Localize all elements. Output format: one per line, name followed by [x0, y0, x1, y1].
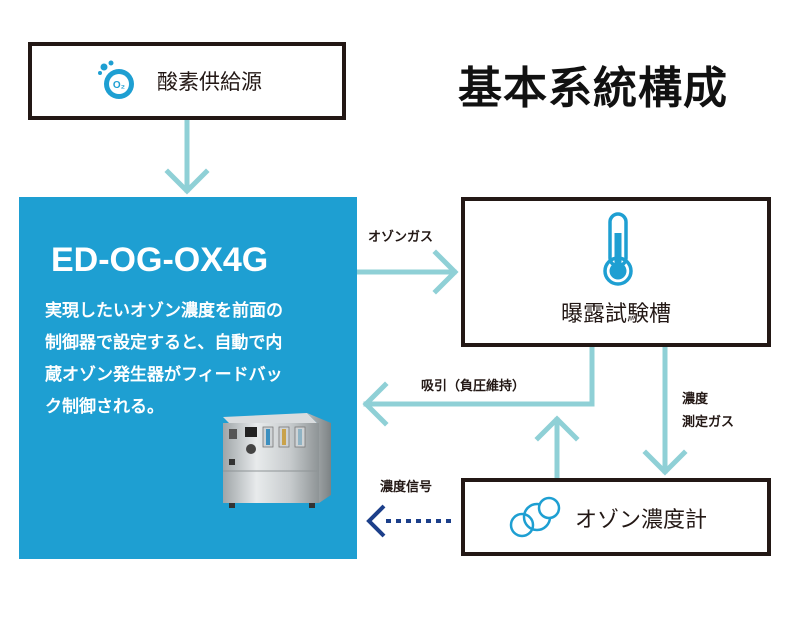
- arrow-ozone-gas: [354, 249, 459, 295]
- oxygen-icon: O₂: [98, 60, 134, 99]
- diagram-title: 基本系統構成: [458, 63, 728, 114]
- measure-gas-label-line1: 濃度: [682, 392, 709, 407]
- arrow-oxygen-to-generator: [164, 119, 210, 195]
- exposure-chamber-label: 曝露試験槽: [560, 302, 671, 327]
- oxygen-source-label: 酸素供給源: [157, 70, 262, 94]
- thermometer-icon: [603, 212, 633, 286]
- bubbles-icon: [509, 496, 561, 538]
- ozone-meter-box: オゾン濃度計: [461, 478, 771, 556]
- oxygen-icon-text: O₂: [113, 80, 125, 91]
- measure-gas-label-line2: 測定ガス: [682, 415, 735, 430]
- generator-description-line: 実現したいオゾン濃度を前面の: [45, 301, 283, 321]
- generator-description-line: 蔵オゾン発生器がフィードバッ: [45, 365, 283, 385]
- exposure-chamber-box: 曝露試験槽: [461, 197, 771, 347]
- arrow-suction: [362, 346, 595, 427]
- oxygen-source-box: O₂ 酸素供給源: [28, 42, 346, 120]
- arrow-meter-up: [534, 415, 580, 479]
- generator-panel: ED-OG-OX4G 実現したいオゾン濃度を前面の 制御器で設定すると、自動で内…: [19, 197, 357, 559]
- ozone-meter-label: オゾン濃度計: [575, 508, 708, 533]
- generator-description-line: 制御器で設定すると、自動で内: [45, 333, 283, 353]
- arrow-concentration-signal: [366, 504, 456, 538]
- arrow-measure-gas: [642, 346, 688, 476]
- ozone-gas-label: オゾンガス: [368, 230, 434, 245]
- suction-label: 吸引（負圧維持）: [421, 379, 526, 394]
- generator-description-line: ク制御される。: [45, 397, 164, 417]
- generator-model-name: ED-OG-OX4G: [51, 241, 269, 279]
- generator-machine-image: [223, 413, 331, 508]
- concentration-signal-label: 濃度信号: [380, 480, 433, 495]
